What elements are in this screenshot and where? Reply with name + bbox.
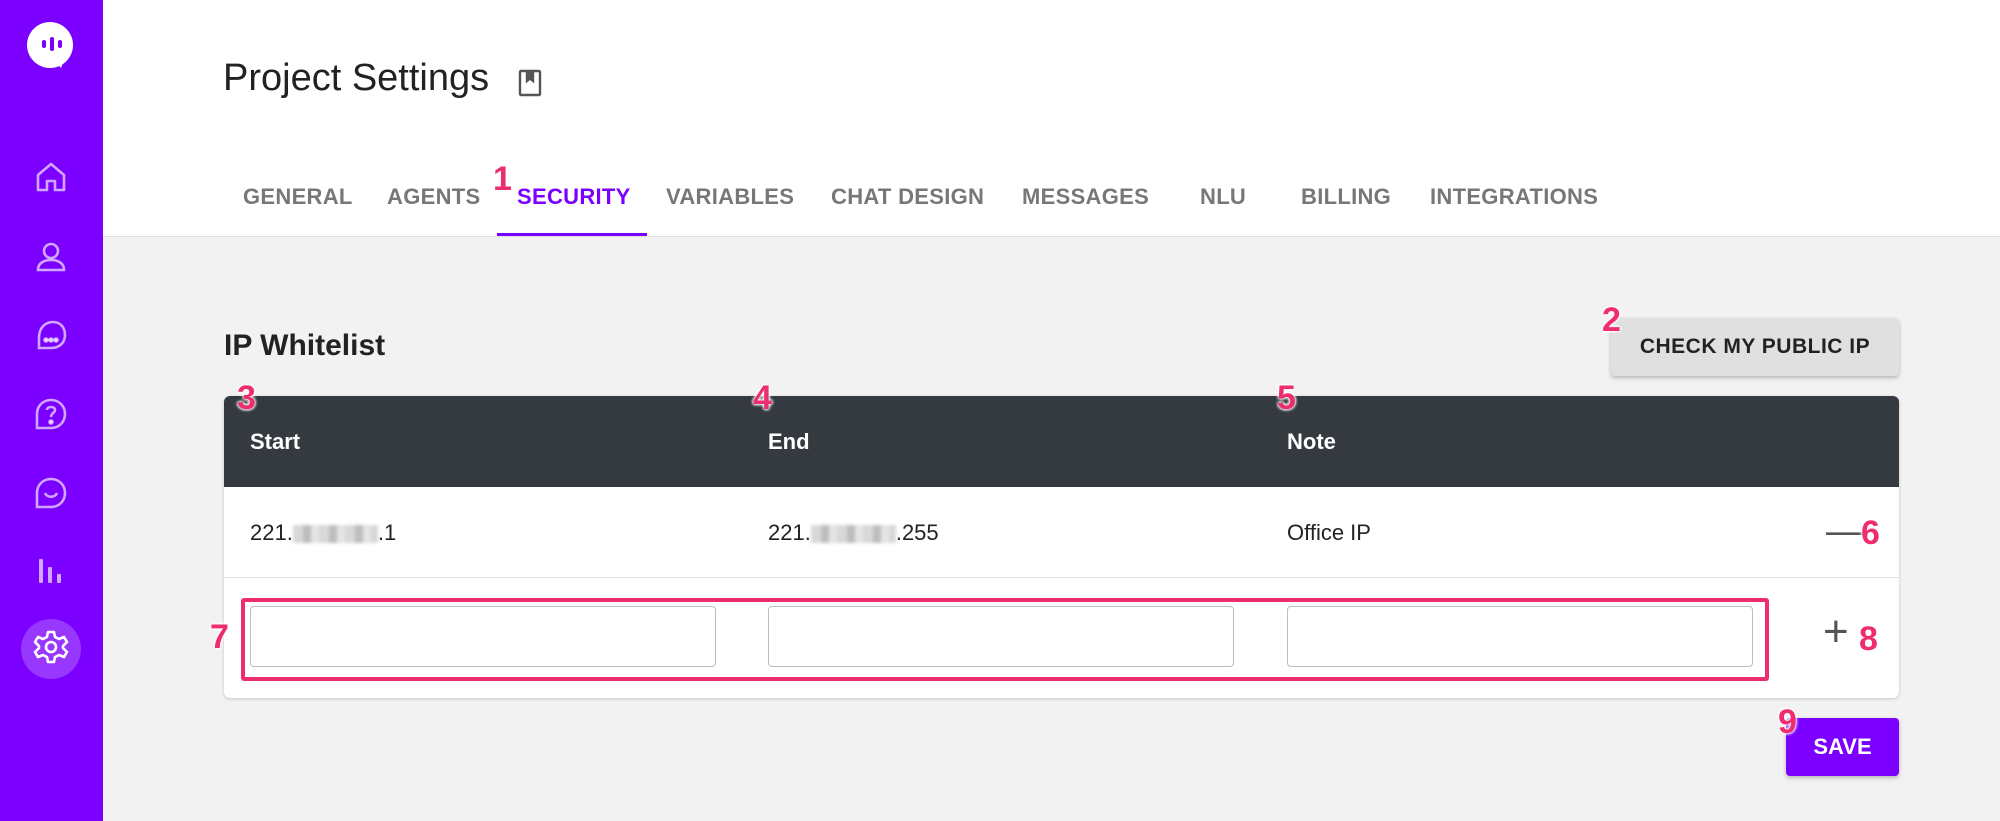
end-ip-input[interactable] <box>768 606 1234 667</box>
tab-integrations[interactable]: INTEGRATIONS <box>1430 184 1599 209</box>
settings-nav-item[interactable] <box>21 619 81 679</box>
annotation-marker-9: 9 <box>1778 703 1797 741</box>
tab-general[interactable]: GENERAL <box>243 184 353 209</box>
active-tab-indicator <box>497 233 647 236</box>
tab-nlu[interactable]: NLU <box>1200 184 1247 209</box>
tab-agents[interactable]: AGENTS <box>387 184 481 209</box>
redacted-ip <box>810 525 896 544</box>
note-value: Office IP <box>1287 520 1371 545</box>
sidebar <box>0 0 103 821</box>
column-header-note: Note <box>1287 429 1336 454</box>
add-row-button[interactable]: + <box>1823 607 1849 656</box>
tab-messages[interactable]: MESSAGES <box>1022 184 1150 209</box>
user-icon[interactable] <box>31 236 71 276</box>
chat-icon[interactable] <box>31 315 71 355</box>
annotation-marker-5: 5 <box>1277 379 1296 417</box>
table-header: Start End Note <box>224 396 1899 487</box>
annotation-marker-6: 6 <box>1861 514 1880 552</box>
annotation-marker-3: 3 <box>237 379 256 417</box>
tab-variables[interactable]: VARIABLES <box>666 184 795 209</box>
analytics-icon[interactable] <box>31 551 71 591</box>
smile-chat-icon[interactable] <box>31 473 71 513</box>
section-title: IP Whitelist <box>224 329 386 362</box>
home-icon[interactable] <box>31 157 71 197</box>
start-ip-input[interactable] <box>250 606 716 667</box>
page-header: Project Settings GENERAL AGENTS SECURITY… <box>103 0 2000 237</box>
annotation-marker-1: 1 <box>493 160 512 198</box>
tab-chat-design[interactable]: CHAT DESIGN <box>831 184 985 209</box>
column-header-start: Start <box>250 429 301 454</box>
ip-whitelist-table: Start End Note 221..1 221..255 Office IP… <box>224 396 1899 698</box>
save-button[interactable]: SAVE <box>1786 718 1899 776</box>
annotation-marker-7: 7 <box>210 618 229 656</box>
annotation-marker-2: 2 <box>1602 301 1621 339</box>
annotation-marker-8: 8 <box>1859 620 1878 658</box>
tab-security[interactable]: SECURITY <box>517 184 631 209</box>
table-row: 221..1 221..255 Office IP — <box>224 487 1899 578</box>
end-ip-value: 221..255 <box>768 520 939 545</box>
bookmark-icon[interactable] <box>518 69 542 102</box>
check-public-ip-button[interactable]: CHECK MY PUBLIC IP <box>1611 318 1899 376</box>
help-icon[interactable] <box>31 394 71 434</box>
redacted-ip <box>292 525 378 544</box>
page-title: Project Settings <box>223 57 490 99</box>
new-entry-row: + <box>224 578 1899 698</box>
column-header-end: End <box>768 429 810 454</box>
tab-billing[interactable]: BILLING <box>1301 184 1392 209</box>
note-input[interactable] <box>1287 606 1753 667</box>
remove-row-button[interactable]: — <box>1826 509 1866 553</box>
start-ip-value: 221..1 <box>250 520 397 545</box>
logo <box>27 22 73 68</box>
annotation-marker-4: 4 <box>753 379 772 417</box>
gear-icon <box>33 629 69 670</box>
